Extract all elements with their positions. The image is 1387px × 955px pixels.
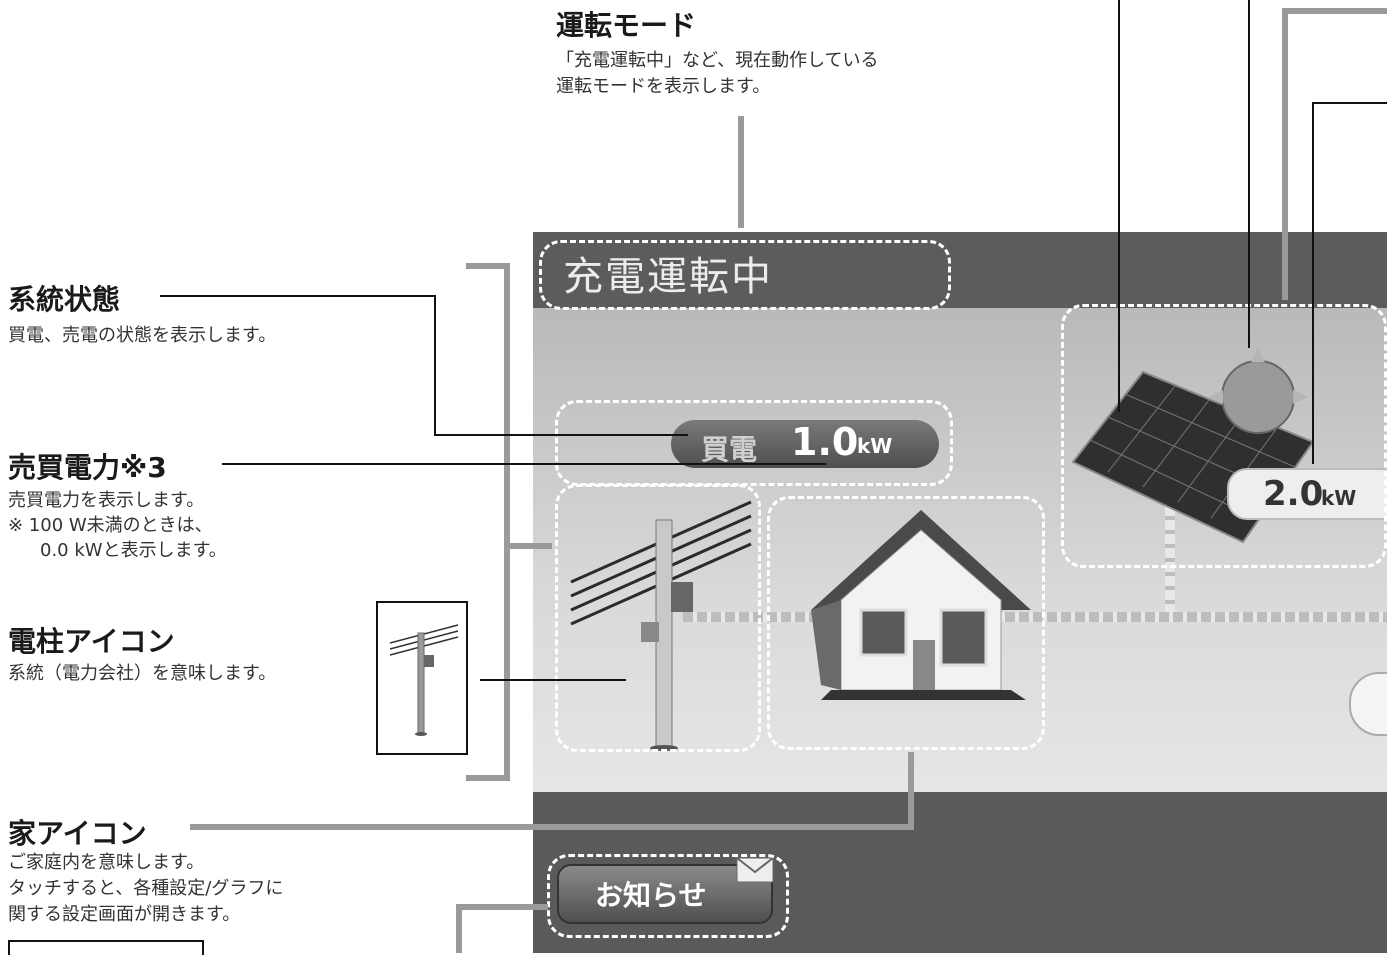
power-annotation-desc-2: ※ 100 W未満のときは、 xyxy=(8,515,213,536)
pole-annotation-title: 電柱アイコン xyxy=(8,625,175,658)
house-leader xyxy=(190,824,914,830)
grid-power-pill: 買電 1.0 kW xyxy=(671,420,939,468)
sun-leader xyxy=(1248,0,1250,348)
utility-pole-icon xyxy=(389,624,459,736)
pv-highlight xyxy=(1061,304,1387,568)
pv-flow-line xyxy=(1165,492,1175,612)
pole-highlight xyxy=(555,484,761,752)
bracket-vertical xyxy=(504,263,510,781)
house-highlight xyxy=(767,496,1045,750)
power-annotation-desc-3: 0.0 kWと表示します。 xyxy=(40,540,227,561)
power-leader xyxy=(222,463,826,465)
pv-power-value: 2.0 xyxy=(1263,474,1324,514)
grid-status-annotation-title: 系統状態 xyxy=(8,283,121,316)
pole-annotation-desc: 系統（電力会社）を意味します。 xyxy=(8,663,277,684)
notice-button[interactable]: お知らせ xyxy=(557,857,774,924)
device-screen: 充電運転中 買電 1.0 kW xyxy=(533,232,1387,953)
house-icon-thumbnail xyxy=(8,940,204,955)
mode-highlight xyxy=(539,240,951,310)
mode-annotation-desc-1: 「充電運転中」など、現在動作している xyxy=(556,50,879,71)
power-annotation-desc-1: 売買電力を表示します。 xyxy=(8,490,205,511)
operation-mode-text: 充電運転中 xyxy=(563,254,773,300)
house-annotation-desc-1: ご家庭内を意味します。 xyxy=(8,852,205,873)
utility-pole-icon[interactable] xyxy=(561,492,761,752)
power-annotation-title: 売買電力※3 xyxy=(8,451,167,484)
bracket-bottom xyxy=(466,775,510,781)
pv-value-leader xyxy=(1312,102,1314,464)
bracket-top xyxy=(466,263,510,269)
grid-power-unit: kW xyxy=(857,434,893,458)
mode-leader-line xyxy=(738,116,744,228)
notice-button-label: お知らせ xyxy=(595,879,707,912)
pv-power-unit: kW xyxy=(1321,486,1357,510)
bracket-pointer xyxy=(504,543,552,549)
grid-power-value: 1.0 xyxy=(791,420,859,464)
house-annotation-title: 家アイコン xyxy=(8,817,147,850)
pole-leader xyxy=(480,679,626,681)
notice-leader xyxy=(456,904,462,953)
pv-power-badge: 2.0 kW xyxy=(1227,468,1387,520)
grid-status-leader xyxy=(160,295,436,297)
side-button[interactable] xyxy=(1349,672,1387,736)
house-icon[interactable] xyxy=(801,500,1041,710)
house-annotation-desc-2: タッチすると、各種設定/グラフに xyxy=(8,878,284,899)
mode-annotation-desc-2: 運転モードを表示します。 xyxy=(556,76,771,97)
pv-leader xyxy=(1282,8,1288,300)
grid-status-label: 買電 xyxy=(701,433,758,466)
notice-highlight xyxy=(547,854,789,938)
mode-annotation-title: 運転モード xyxy=(556,9,697,42)
pole-icon-thumbnail xyxy=(376,601,468,755)
grid-status-annotation-desc: 買電、売電の状態を表示します。 xyxy=(8,325,277,346)
grid-power-highlight xyxy=(555,400,953,486)
panel-leader xyxy=(1118,0,1120,412)
house-annotation-desc-3: 関する設定画面が開きます。 xyxy=(8,904,241,925)
power-flow-line xyxy=(683,612,1387,622)
